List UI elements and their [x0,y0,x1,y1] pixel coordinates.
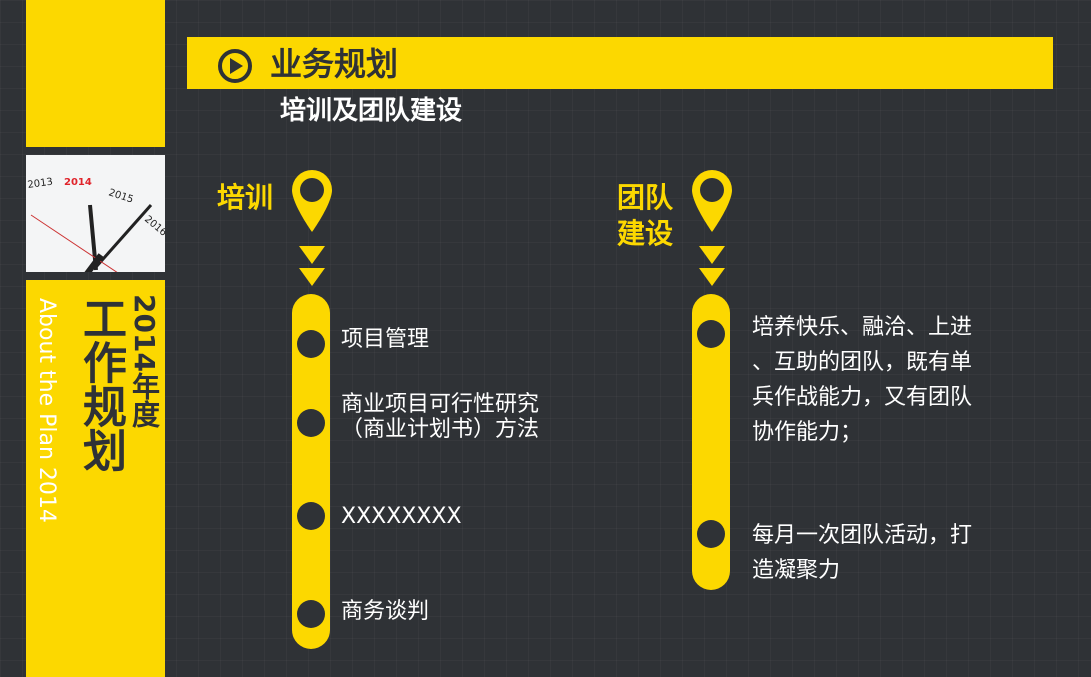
arrow-down-icon [299,268,325,286]
location-pin-icon [692,170,732,232]
timeline-dot [297,502,325,530]
team-label: 团队 建设 [617,181,674,250]
team-item: 每月一次团队活动，打 造凝聚力 [752,523,973,583]
training-item: 商业项目可行性研究 （商业计划书）方法 [341,392,540,442]
sidebar-title-year: 2014年度 [128,294,161,428]
timeline-dot [697,520,725,548]
timeline-dot [297,600,325,628]
training-label: 培训 [217,181,274,214]
timeline-dot [697,320,725,348]
clock-image: 2013 2014 2015 2016 [26,155,165,272]
location-pin-icon [292,170,332,232]
team-timeline [692,294,730,590]
team-item: 培养快乐、融洽、上进 、互助的团队，既有单 兵作战能力，又有团队 协作能力； [752,315,973,445]
sidebar-title-block [26,280,165,677]
sidebar-subtitle-en: About the Plan 2014 [34,298,59,523]
training-item: 商务谈判 [341,599,430,624]
page-title: 业务规划 [270,45,399,83]
clock-year: 2014 [64,177,92,188]
sidebar-title-main: 工作规划 [75,296,126,472]
training-item: XXXXXXXX [341,504,462,529]
page-subtitle: 培训及团队建设 [280,96,463,126]
header-bar [187,37,1053,89]
training-timeline [292,294,330,649]
arrow-down-icon [699,246,725,264]
arrow-down-icon [299,246,325,264]
clock-year: 2013 [27,177,54,191]
timeline-dot [297,330,325,358]
timeline-dot [297,409,325,437]
play-circle-icon [217,48,253,88]
training-item: 项目管理 [341,327,430,352]
arrow-down-icon [699,268,725,286]
sidebar-top-block [26,0,165,147]
